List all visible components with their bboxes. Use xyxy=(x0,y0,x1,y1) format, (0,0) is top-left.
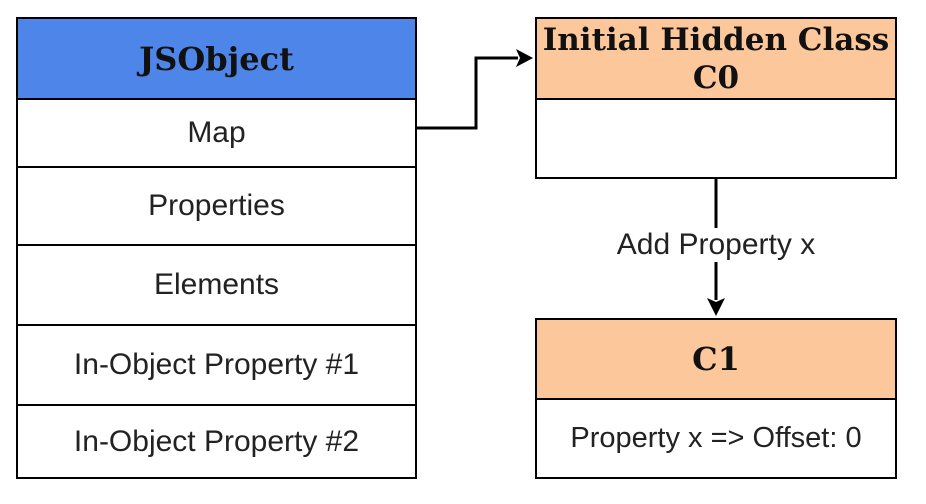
map-to-c0-arrowhead-icon xyxy=(516,49,533,67)
hidden-class-c0-title-line1: Initial Hidden Class xyxy=(542,21,890,58)
jsobject-field-properties: Properties xyxy=(18,168,415,246)
jsobject-field-in-object-property-1: In-Object Property #1 xyxy=(18,326,415,406)
map-to-c0-connector xyxy=(417,56,518,130)
c0-to-c1-arrowhead-icon xyxy=(707,298,725,316)
hidden-class-c1-title: C1 xyxy=(537,320,895,400)
jsobject-field-map: Map xyxy=(18,100,415,168)
jsobject-field-elements: Elements xyxy=(18,246,415,326)
jsobject-field-in-object-property-2: In-Object Property #2 xyxy=(73,424,360,458)
hidden-class-c0-title: Initial Hidden Class C0 xyxy=(537,19,895,100)
hidden-class-c0-box: Initial Hidden Class C0 xyxy=(535,17,897,179)
hidden-class-c0-title-line2: C0 xyxy=(692,59,740,96)
hidden-class-c1-box: C1 Property x => Offset: 0 xyxy=(535,318,897,479)
transition-label: Add Property x xyxy=(600,228,832,262)
hidden-class-c1-body: Property x => Offset: 0 xyxy=(570,422,862,454)
jsobject-box: JSObject Map Properties Elements In-Obje… xyxy=(16,17,417,479)
jsobject-title: JSObject xyxy=(18,19,415,100)
